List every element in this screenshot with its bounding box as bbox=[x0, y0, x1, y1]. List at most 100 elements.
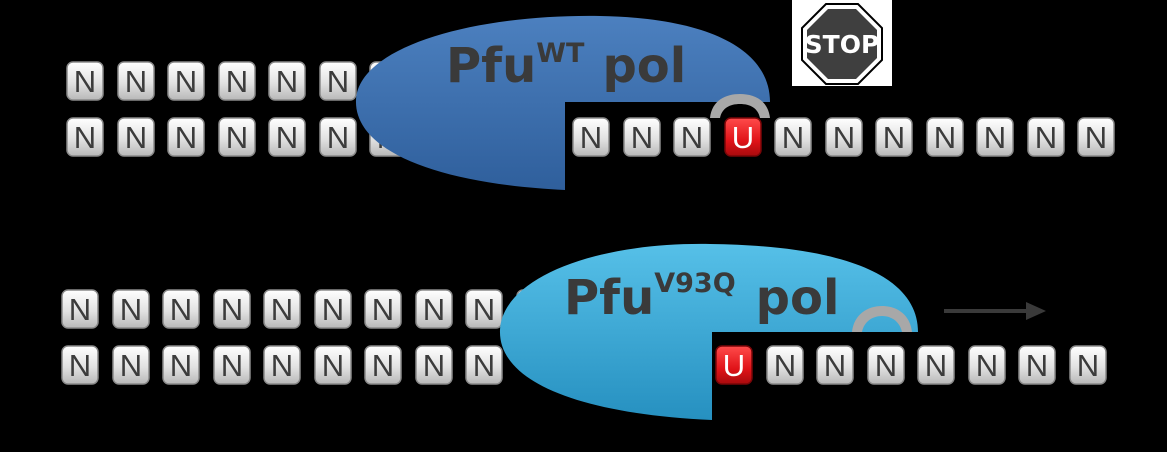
nucleotide-tile: N bbox=[465, 345, 503, 385]
nucleotide-tile: N bbox=[218, 61, 256, 101]
nucleotide-tile: N bbox=[319, 61, 357, 101]
nucleotide-tile: N bbox=[112, 289, 150, 329]
base-label: N bbox=[74, 64, 96, 99]
base-label: N bbox=[833, 120, 855, 155]
nucleotide-tile: N bbox=[66, 117, 104, 157]
base-label: N bbox=[473, 348, 495, 383]
nucleotide-tile: N bbox=[162, 289, 200, 329]
base-label: N bbox=[372, 292, 394, 327]
base-label: N bbox=[580, 120, 602, 155]
nucleotide-tile: N bbox=[1069, 345, 1107, 385]
nucleotide-tile: N bbox=[314, 345, 352, 385]
base-label: N bbox=[423, 348, 445, 383]
base-label: N bbox=[69, 348, 91, 383]
base-label: N bbox=[125, 120, 147, 155]
uracil-tile: U bbox=[715, 345, 753, 385]
base-label: N bbox=[681, 120, 703, 155]
uracil-label: U bbox=[723, 348, 745, 383]
nucleotide-tile: N bbox=[117, 117, 155, 157]
nucleotide-tile: N bbox=[415, 289, 453, 329]
base-label: N bbox=[170, 292, 192, 327]
base-label: N bbox=[1035, 120, 1057, 155]
nucleotide-tile: N bbox=[415, 345, 453, 385]
base-label: N bbox=[120, 292, 142, 327]
nucleotide-tile: N bbox=[167, 61, 205, 101]
base-label: N bbox=[976, 348, 998, 383]
base-label: N bbox=[226, 64, 248, 99]
base-label: N bbox=[327, 64, 349, 99]
nucleotide-tile: N bbox=[314, 289, 352, 329]
base-label: N bbox=[1077, 348, 1099, 383]
base-label: N bbox=[120, 348, 142, 383]
base-label: N bbox=[175, 64, 197, 99]
base-label: N bbox=[327, 120, 349, 155]
nucleotide-tile: N bbox=[926, 117, 964, 157]
nucleotide-tile: N bbox=[673, 117, 711, 157]
nucleotide-tile: N bbox=[1077, 117, 1115, 157]
base-label: N bbox=[322, 348, 344, 383]
nucleotide-tile: N bbox=[1027, 117, 1065, 157]
nucleotide-tile: N bbox=[319, 117, 357, 157]
nucleotide-tile: N bbox=[968, 345, 1006, 385]
uracil-label: U bbox=[732, 120, 754, 155]
base-label: N bbox=[276, 120, 298, 155]
nucleotide-tile: N bbox=[766, 345, 804, 385]
nucleotide-tile: N bbox=[61, 289, 99, 329]
base-label: N bbox=[226, 120, 248, 155]
nucleotide-tile: N bbox=[61, 345, 99, 385]
base-label: N bbox=[175, 120, 197, 155]
stop-sign-icon: STOP bbox=[792, 0, 892, 86]
base-label: N bbox=[221, 292, 243, 327]
base-label: N bbox=[934, 120, 956, 155]
base-label: N bbox=[631, 120, 653, 155]
nucleotide-tile: N bbox=[167, 117, 205, 157]
base-label: N bbox=[271, 292, 293, 327]
base-label: N bbox=[423, 292, 445, 327]
base-label: N bbox=[322, 292, 344, 327]
nucleotide-tile: N bbox=[66, 61, 104, 101]
nucleotide-tile: N bbox=[263, 289, 301, 329]
base-label: N bbox=[984, 120, 1006, 155]
base-label: N bbox=[69, 292, 91, 327]
top-uracil-binding-arc bbox=[710, 94, 770, 118]
nucleotide-tile: N bbox=[1018, 345, 1056, 385]
base-label: N bbox=[170, 348, 192, 383]
nucleotide-tile: N bbox=[213, 345, 251, 385]
base-label: N bbox=[925, 348, 947, 383]
nucleotide-tile: N bbox=[162, 345, 200, 385]
nucleotide-tile: N bbox=[917, 345, 955, 385]
base-label: N bbox=[1085, 120, 1107, 155]
nucleotide-tile: N bbox=[825, 117, 863, 157]
base-label: N bbox=[221, 348, 243, 383]
base-label: N bbox=[1026, 348, 1048, 383]
nucleotide-tile: N bbox=[976, 117, 1014, 157]
nucleotide-tile: N bbox=[117, 61, 155, 101]
nucleotide-tile: N bbox=[875, 117, 913, 157]
nucleotide-tile: N bbox=[268, 61, 306, 101]
bottom-uracil-binding-arc bbox=[852, 306, 912, 332]
base-label: N bbox=[875, 348, 897, 383]
pfu-wt-polymerase-body bbox=[355, 15, 770, 191]
nucleotide-tile: N bbox=[263, 345, 301, 385]
nucleotide-tile: N bbox=[213, 289, 251, 329]
nucleotide-tile: N bbox=[816, 345, 854, 385]
nucleotide-tile: N bbox=[572, 117, 610, 157]
base-label: N bbox=[473, 292, 495, 327]
base-label: N bbox=[774, 348, 796, 383]
base-label: N bbox=[372, 348, 394, 383]
extension-direction-arrow bbox=[944, 302, 1046, 320]
nucleotide-tile: N bbox=[112, 345, 150, 385]
nucleotide-tile: N bbox=[774, 117, 812, 157]
base-label: N bbox=[824, 348, 846, 383]
nucleotide-tile: N bbox=[268, 117, 306, 157]
base-label: N bbox=[782, 120, 804, 155]
nucleotide-tile: N bbox=[623, 117, 661, 157]
base-label: N bbox=[74, 120, 96, 155]
